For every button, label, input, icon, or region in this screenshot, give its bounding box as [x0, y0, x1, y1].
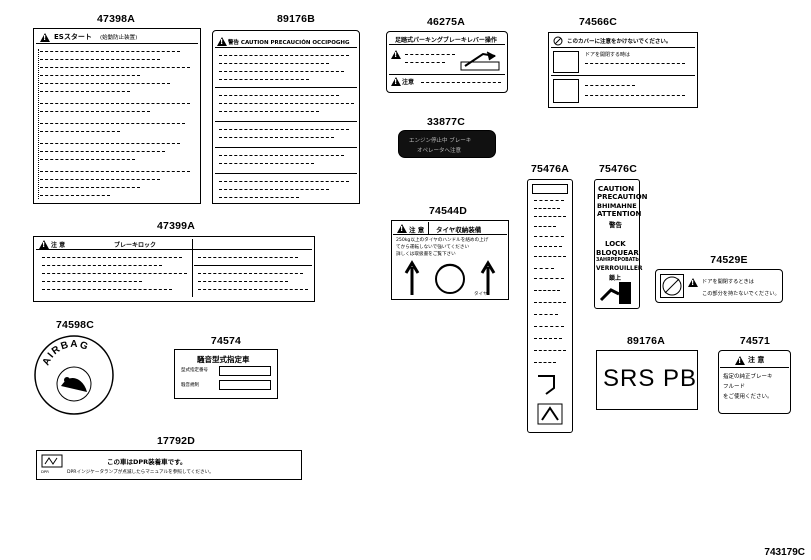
label-heading: タイヤ収納装備 [436, 226, 482, 234]
door-hand-icon [553, 51, 579, 73]
hand-caution-icon [553, 79, 579, 103]
label-heading: この車はDPR装着車です。 [107, 458, 187, 466]
label-l3: をご使用ください。 [723, 394, 773, 400]
warning-triangle-icon [391, 50, 401, 59]
warning-triangle-icon [735, 356, 745, 365]
diagram-code: 743179C [764, 547, 805, 558]
label-caution: 注 意 [748, 356, 765, 364]
label-heading: 警告 CAUTION PRECAUCIÓN OCCIPOGHG [228, 40, 350, 46]
label-l2: PRECAUTION [597, 193, 648, 201]
label-47399A: 注 意 ブレーキロック [33, 236, 315, 302]
label-33877C: エンジン停止中 ブレーキ オペレータへ注意 [398, 130, 496, 158]
part-number-33877C: 33877C [427, 116, 465, 128]
label-l1: 指定の純正ブレーキ [723, 374, 773, 380]
label-body2: てから運転しないで強いてください [396, 245, 470, 250]
tire-rotation-icon [404, 260, 496, 295]
label-75476C: CAUTION PRECAUTION BHIMAHNE ATTENTION 警告… [594, 179, 648, 309]
label-row1: ドアを開閉する時は [585, 52, 631, 58]
prohibition-icon [553, 36, 563, 46]
part-number-89176B: 89176B [277, 13, 315, 25]
label-74529E: ドアを開閉するときは この部分を持たないでください。 [655, 269, 783, 303]
label-heading: ドアを開閉するときは [702, 279, 754, 285]
label-74574: 騒音型式指定車 型式指定番号 騒音規制 [174, 349, 278, 399]
part-number-74571: 74571 [739, 335, 771, 347]
label-heading: ブレーキロック [114, 242, 157, 249]
label-heading: ESスタート [54, 33, 92, 41]
airbag-arc-text: AIRBAG [41, 339, 91, 367]
header-band [532, 184, 568, 194]
part-number-47399A: 47399A [157, 220, 195, 232]
warning-triangle-icon [40, 33, 50, 42]
label-l7: BLOQUEAR [596, 249, 639, 257]
label-body: この部分を持たないでください。 [702, 291, 780, 297]
part-number-74529E: 74529E [710, 254, 748, 266]
label-row1: 型式指定番号 [181, 368, 208, 373]
label-74598C: AIRBAG [34, 335, 114, 415]
warning-triangle-icon [217, 37, 227, 46]
label-74566C: このカバーに注意をかけないでください。 ドアを開閉する時は [548, 32, 698, 108]
label-47398A: ESスタート (始動防止装置) [33, 28, 201, 204]
label-l2: フルード [723, 384, 746, 390]
srs-pb-text: SRS PB [603, 365, 698, 392]
label-46275A: 足踏式パーキングブレーキレバー操作 注意 [386, 31, 508, 93]
label-l10: 鎖上 [609, 275, 622, 282]
label-heading: このカバーに注意をかけないでください。 [567, 39, 672, 45]
part-number-75476C: 75476C [599, 163, 637, 175]
label-heading: 騒音型式指定車 [197, 355, 250, 364]
label-75476A [527, 179, 573, 433]
part-number-74598C: 74598C [56, 319, 94, 331]
label-l3: BHIMAHNE [597, 202, 637, 210]
label-89176A: SRS PB [596, 350, 698, 410]
label-l9: VERROUILLER [596, 265, 643, 272]
label-caution: 注 意 [409, 226, 425, 234]
label-l1: CAUTION [598, 184, 635, 193]
label-subheading: (始動防止装置) [100, 35, 138, 41]
label-body1: 250kg以上のタイヤのハンドルを絡めの上げ [396, 238, 489, 243]
door-handle-icon [537, 375, 563, 425]
label-iconlabel: DPR [41, 469, 49, 474]
label-note: 注意 [402, 79, 415, 86]
part-number-74566C: 74566C [579, 16, 617, 28]
warning-triangle-icon [39, 240, 49, 249]
label-l6: LOCK [605, 240, 626, 248]
dpr-indicator-icon [41, 454, 63, 468]
warning-triangle-icon [397, 224, 407, 233]
label-line2: オペレータへ注意 [417, 148, 462, 154]
label-tag: タイヤ [474, 292, 488, 297]
parking-lever-icon [460, 51, 500, 71]
label-17792D: DPR この車はDPR装着車です。 DPRインジケータランプが点滅したらマニュア… [36, 450, 302, 480]
label-heading: 足踏式パーキングブレーキレバー操作 [395, 37, 497, 44]
part-number-74544D: 74544D [429, 205, 467, 217]
label-body: DPRインジケータランプが点滅したらマニュアルを参照してください。 [67, 470, 214, 475]
label-74571: 注 意 指定の純正ブレーキ フルード をご使用ください。 [718, 350, 791, 414]
part-number-46275A: 46275A [427, 16, 465, 28]
warning-triangle-icon [688, 278, 698, 287]
label-89176B: 警告 CAUTION PRECAUCIÓN OCCIPOGHG [212, 30, 360, 204]
hand-prohibition-icon [660, 274, 684, 298]
part-number-17792D: 17792D [157, 435, 195, 447]
label-74544D: 注 意 タイヤ収納装備 250kg以上のタイヤのハンドルを絡めの上げ てから運転… [391, 220, 509, 300]
lock-lever-icon [599, 282, 631, 304]
part-number-89176A: 89176A [627, 335, 665, 347]
label-row2: 騒音規制 [181, 383, 199, 388]
label-caution: 注 意 [51, 242, 66, 249]
warning-triangle-icon [391, 77, 401, 86]
label-l8: 3AHRPEPOBATb [596, 258, 639, 263]
part-number-74574: 74574 [210, 335, 242, 347]
label-body3: 詳しくは取扱書をご覧下さい [396, 252, 456, 257]
label-l4: ATTENTION [597, 210, 642, 218]
part-number-47398A: 47398A [97, 13, 135, 25]
label-l5: 警告 [609, 221, 622, 229]
label-line1: エンジン停止中 ブレーキ [409, 138, 472, 144]
part-number-75476A: 75476A [531, 163, 569, 175]
